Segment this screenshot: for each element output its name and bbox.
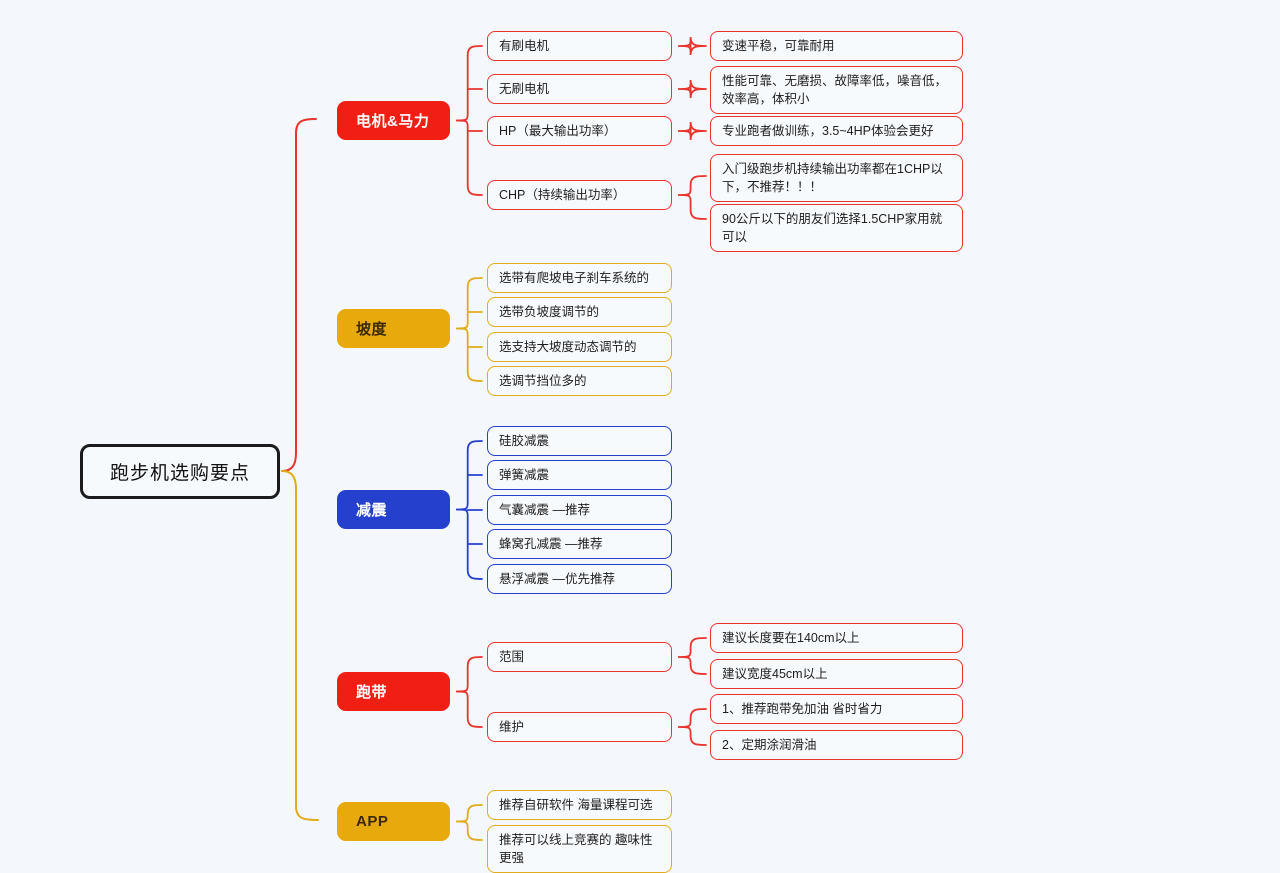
sub-node[interactable]: CHP（持续输出功率） bbox=[487, 180, 672, 211]
branch-node-label: 坡度 bbox=[356, 321, 388, 338]
sub-node-label: 选带负坡度调节的 bbox=[499, 305, 600, 319]
leaf-node[interactable]: 专业跑者做训练，3.5~4HP体验会更好 bbox=[710, 116, 963, 147]
sub-node-label: 有刷电机 bbox=[499, 39, 550, 53]
sub-node-label: 范围 bbox=[499, 650, 525, 664]
sub-node-label: 气囊减震 —推荐 bbox=[499, 503, 590, 517]
sub-node[interactable]: 选带负坡度调节的 bbox=[487, 297, 672, 328]
branch-node-label: 电机&马力 bbox=[356, 113, 430, 130]
root-node-label: 跑步机选购要点 bbox=[109, 463, 250, 484]
branch-node-label: APP bbox=[356, 813, 389, 830]
branch-node-3[interactable]: 减震 bbox=[337, 490, 450, 529]
sub-node[interactable]: 选支持大坡度动态调节的 bbox=[487, 332, 672, 363]
sub-node[interactable]: 气囊减震 —推荐 bbox=[487, 495, 672, 526]
sub-node[interactable]: 悬浮减震 —优先推荐 bbox=[487, 564, 672, 595]
sub-node-label: 弹簧减震 bbox=[499, 468, 550, 482]
sub-node-label: CHP（持续输出功率） bbox=[499, 188, 626, 202]
root-node[interactable]: 跑步机选购要点 bbox=[80, 444, 280, 499]
sub-node-label: 推荐可以线上竞赛的 趣味性更强 bbox=[499, 833, 653, 866]
sub-node-label: 无刷电机 bbox=[499, 82, 550, 96]
leaf-node[interactable]: 建议宽度45cm以上 bbox=[710, 659, 963, 690]
sub-node[interactable]: HP（最大输出功率） bbox=[487, 116, 672, 147]
branch-node-4[interactable]: 跑带 bbox=[337, 672, 450, 711]
sub-node-label: 维护 bbox=[499, 720, 525, 734]
sub-node-label: 硅胶减震 bbox=[499, 434, 550, 448]
sub-node[interactable]: 维护 bbox=[487, 712, 672, 743]
leaf-node-label: 入门级跑步机持续输出功率都在1CHP以下，不推荐！！！ bbox=[722, 162, 943, 195]
branch-node-5[interactable]: APP bbox=[337, 802, 450, 841]
leaf-node-label: 建议长度要在140cm以上 bbox=[722, 631, 860, 645]
sub-node-label: 选支持大坡度动态调节的 bbox=[499, 340, 637, 354]
sub-node[interactable]: 弹簧减震 bbox=[487, 460, 672, 491]
branch-node-1[interactable]: 电机&马力 bbox=[337, 101, 450, 140]
leaf-node[interactable]: 入门级跑步机持续输出功率都在1CHP以下，不推荐！！！ bbox=[710, 154, 963, 203]
leaf-node[interactable]: 建议长度要在140cm以上 bbox=[710, 623, 963, 654]
leaf-node[interactable]: 1、推荐跑带免加油 省时省力 bbox=[710, 694, 963, 725]
branch-node-label: 减震 bbox=[356, 502, 388, 519]
sub-node-label: 选带有爬坡电子刹车系统的 bbox=[499, 271, 650, 285]
sub-node-label: 选调节挡位多的 bbox=[499, 374, 587, 388]
leaf-node-label: 90公斤以下的朋友们选择1.5CHP家用就可以 bbox=[722, 212, 943, 245]
sub-node[interactable]: 硅胶减震 bbox=[487, 426, 672, 457]
leaf-node-label: 2、定期涂润滑油 bbox=[722, 738, 817, 752]
sub-node[interactable]: 选调节挡位多的 bbox=[487, 366, 672, 397]
sub-node-label: HP（最大输出功率） bbox=[499, 124, 617, 138]
sub-node-label: 悬浮减震 —优先推荐 bbox=[499, 572, 615, 586]
leaf-node-label: 专业跑者做训练，3.5~4HP体验会更好 bbox=[722, 124, 934, 138]
sub-node[interactable]: 蜂窝孔减震 —推荐 bbox=[487, 529, 672, 560]
leaf-node-label: 建议宽度45cm以上 bbox=[722, 667, 828, 681]
sub-node[interactable]: 推荐可以线上竞赛的 趣味性更强 bbox=[487, 825, 672, 873]
branch-node-2[interactable]: 坡度 bbox=[337, 309, 450, 348]
sub-node[interactable]: 无刷电机 bbox=[487, 74, 672, 105]
sub-node[interactable]: 推荐自研软件 海量课程可选 bbox=[487, 790, 672, 821]
sub-node-label: 推荐自研软件 海量课程可选 bbox=[499, 798, 653, 812]
sub-node[interactable]: 选带有爬坡电子刹车系统的 bbox=[487, 263, 672, 294]
leaf-node-label: 变速平稳，可靠耐用 bbox=[722, 39, 835, 53]
leaf-node[interactable]: 90公斤以下的朋友们选择1.5CHP家用就可以 bbox=[710, 204, 963, 253]
branch-node-label: 跑带 bbox=[356, 684, 388, 701]
sub-node-label: 蜂窝孔减震 —推荐 bbox=[499, 537, 603, 551]
leaf-node[interactable]: 变速平稳，可靠耐用 bbox=[710, 31, 963, 62]
leaf-node-label: 性能可靠、无磨损、故障率低，噪音低，效率高，体积小 bbox=[722, 74, 948, 107]
leaf-node[interactable]: 性能可靠、无磨损、故障率低，噪音低，效率高，体积小 bbox=[710, 66, 963, 115]
leaf-node[interactable]: 2、定期涂润滑油 bbox=[710, 730, 963, 761]
sub-node[interactable]: 范围 bbox=[487, 642, 672, 673]
leaf-node-label: 1、推荐跑带免加油 省时省力 bbox=[722, 702, 883, 716]
sub-node[interactable]: 有刷电机 bbox=[487, 31, 672, 62]
